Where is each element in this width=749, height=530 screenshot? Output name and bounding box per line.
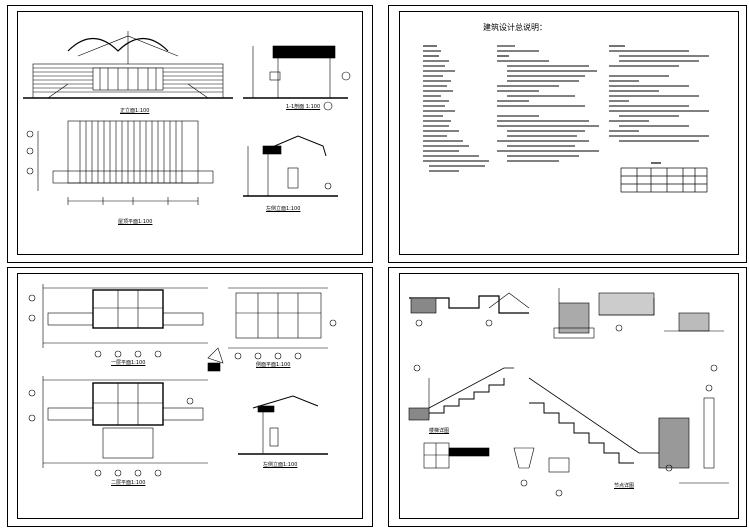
sheet-elevations: 正立面1:100 1-1剖面 1:100 屋顶平面1:100 左侧立面1:100: [7, 5, 373, 263]
plans-section-title: 左侧立面1:100: [263, 462, 298, 468]
section-1-1-title: 1-1剖面 1:100: [286, 104, 321, 110]
sheet-details: 楼梯详图 节点详图: [388, 267, 747, 527]
sheet-design-notes: 建筑设计总说明：: [388, 5, 747, 263]
roof-plan-title: 屋顶平面1:100: [118, 219, 153, 225]
side-elevation-title: 左侧立面1:100: [266, 206, 301, 212]
sheet-frame: [399, 11, 739, 255]
sheet-frame: [399, 273, 739, 519]
elevation-drawing: [23, 31, 351, 205]
sheet-frame: [17, 11, 363, 255]
first-floor-title: 一层平面1:100: [111, 360, 146, 366]
floor-plans-drawing: [28, 284, 337, 477]
front-elevation-title: 正立面1:100: [120, 108, 150, 114]
second-floor-title: 二层平面1:100: [111, 480, 146, 486]
node-detail-title: 节点详图: [614, 483, 635, 489]
sheet-floor-plans: 一层平面1:100 侧面平面1:100 二层平面1:100 左侧立面1:100: [7, 267, 373, 527]
details-drawing: [408, 288, 729, 497]
notes-text-blocks: [423, 45, 709, 193]
stair-detail-title: 楼梯详图: [429, 428, 450, 434]
notes-title: 建筑设计总说明：: [483, 23, 547, 32]
roof-plan-hatch: [79, 121, 183, 183]
sheet-frame: [17, 273, 363, 519]
side-plan-title: 侧面平面1:100: [256, 362, 291, 368]
door-window-table: [620, 162, 708, 193]
